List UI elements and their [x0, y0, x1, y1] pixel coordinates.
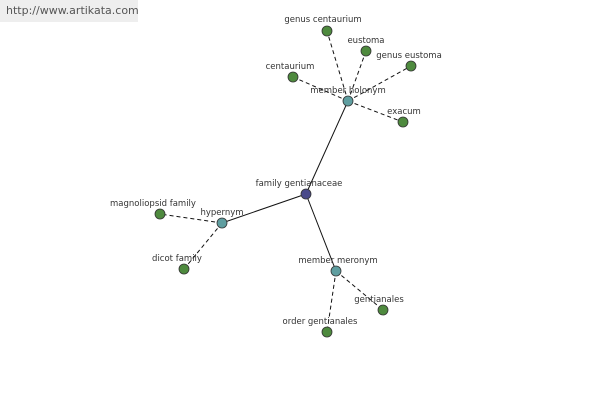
- node-member-meronym[interactable]: [330, 265, 342, 277]
- watermark-url: http://www.artikata.com: [0, 0, 139, 22]
- edge-hypernym: [221, 193, 307, 224]
- label-exacum: exacum: [387, 107, 421, 117]
- label-order-gentianales: order gentianales: [283, 317, 358, 327]
- label-gentianales: gentianales: [354, 295, 404, 305]
- node-family-gentianaceae[interactable]: [300, 188, 312, 200]
- edge-dicot-family: [183, 222, 223, 270]
- node-genus-centaurium[interactable]: [321, 25, 333, 37]
- node-hypernym[interactable]: [216, 217, 228, 229]
- label-centaurium: centaurium: [266, 62, 315, 72]
- edge-exacum: [347, 100, 404, 123]
- node-eustoma[interactable]: [360, 45, 372, 57]
- label-member-holonym: member holonym: [310, 86, 385, 96]
- node-member-holonym[interactable]: [342, 95, 354, 107]
- edge-eustoma: [347, 50, 367, 102]
- label-dicot-family: dicot family: [152, 254, 202, 264]
- graph-edges: [159, 30, 412, 333]
- edge-genus-eustoma: [347, 65, 412, 102]
- label-eustoma: eustoma: [347, 36, 384, 46]
- node-centaurium[interactable]: [287, 71, 299, 83]
- graph-nodes: family gentianaceae member holonym genus c…: [110, 15, 442, 338]
- edge-genus-centaurium: [326, 30, 349, 102]
- node-gentianales[interactable]: [377, 304, 389, 316]
- node-exacum[interactable]: [397, 116, 409, 128]
- node-genus-eustoma[interactable]: [405, 60, 417, 72]
- label-member-meronym: member meronym: [298, 256, 377, 266]
- label-magnoliopsid-family: magnoliopsid family: [110, 199, 196, 209]
- label-hypernym: hypernym: [200, 208, 243, 218]
- label-genus-eustoma: genus eustoma: [376, 51, 442, 61]
- edge-member-meronym: [305, 193, 337, 272]
- edge-order-gentianales: [326, 270, 337, 333]
- node-order-gentianales[interactable]: [321, 326, 333, 338]
- node-magnoliopsid-family[interactable]: [154, 208, 166, 220]
- edge-centaurium: [292, 76, 349, 102]
- edge-member-holonym: [305, 100, 349, 195]
- edge-gentianales: [335, 270, 384, 311]
- edge-magnoliopsid-family: [159, 213, 223, 224]
- label-family-gentianaceae: family gentianaceae: [256, 179, 343, 189]
- label-genus-centaurium: genus centaurium: [284, 15, 361, 25]
- node-dicot-family[interactable]: [178, 263, 190, 275]
